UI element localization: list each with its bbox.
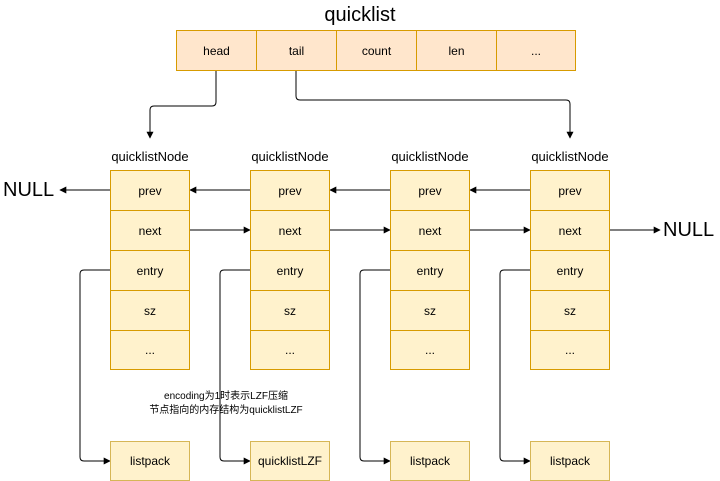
node-2-entry: entry: [250, 250, 330, 291]
header-field-count: count: [336, 30, 417, 71]
node-2-ellipsis: ...: [250, 330, 330, 370]
null-right-label: NULL: [663, 219, 715, 241]
header-field-tail: tail: [256, 30, 337, 71]
node-3-ellipsis: ...: [390, 330, 470, 370]
encoding-note-line-2: 节点指向的内存结构为quicklistLZF: [149, 405, 303, 416]
node-4-ellipsis: ...: [530, 330, 610, 370]
node-4-next: next: [530, 210, 610, 251]
quicklist-node-4: prev next entry sz ...: [530, 170, 610, 370]
node-3-sz: sz: [390, 290, 470, 331]
node-4-entry: entry: [530, 250, 610, 291]
entry-target-3: listpack: [390, 441, 470, 481]
head-pointer-arrow: [146, 71, 217, 139]
quicklist-node-2: prev next entry sz ...: [250, 170, 330, 370]
quicklist-title: quicklist: [324, 4, 396, 26]
entry-target-2: quicklistLZF: [250, 441, 330, 481]
entry-arrow-1: [79, 269, 111, 465]
node-4-prev: prev: [530, 170, 610, 211]
node-2-next: next: [250, 210, 330, 251]
quicklist-node-1: prev next entry sz ...: [110, 170, 190, 370]
node-1-next: next: [110, 210, 190, 251]
node-2-prev: prev: [250, 170, 330, 211]
node-1-title: quicklistNode: [111, 149, 189, 164]
node-2-sz: sz: [250, 290, 330, 331]
quicklist-node-3: prev next entry sz ...: [390, 170, 470, 370]
entry-target-1: listpack: [110, 441, 190, 481]
header-field-len: len: [416, 30, 497, 71]
null-left-label: NULL: [3, 179, 55, 201]
entry-arrow-2: [219, 269, 251, 465]
tail-pointer-arrow: [295, 71, 574, 139]
entry-arrow-4: [499, 269, 531, 465]
node-3-prev: prev: [390, 170, 470, 211]
node-3-title: quicklistNode: [391, 149, 469, 164]
node-2-title: quicklistNode: [251, 149, 329, 164]
entry-target-4: listpack: [530, 441, 610, 481]
node-3-entry: entry: [390, 250, 470, 291]
node-4-title: quicklistNode: [531, 149, 609, 164]
encoding-note-line-1: encoding为1时表示LZF压缩: [164, 391, 288, 402]
node-1-entry: entry: [110, 250, 190, 291]
encoding-note: encoding为1时表示LZF压缩 节点指向的内存结构为quicklistLZ…: [126, 390, 326, 418]
node-4-sz: sz: [530, 290, 610, 331]
node-3-next: next: [390, 210, 470, 251]
header-field-ellipsis: ...: [496, 30, 576, 71]
node-1-ellipsis: ...: [110, 330, 190, 370]
node-1-prev: prev: [110, 170, 190, 211]
quicklist-header: head tail count len ...: [176, 30, 576, 71]
entry-arrow-3: [359, 269, 391, 465]
node-1-sz: sz: [110, 290, 190, 331]
header-field-head: head: [176, 30, 257, 71]
